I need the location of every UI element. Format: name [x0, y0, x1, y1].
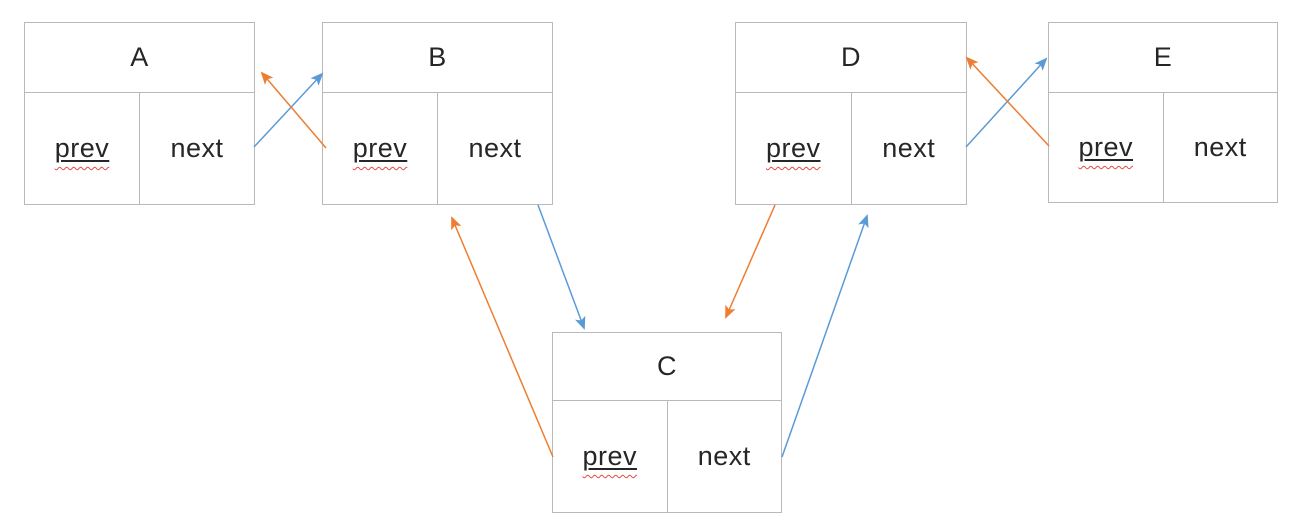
- arrow-b-next-to-c: [537, 204, 586, 330]
- arrow-e-prev-to-d: [965, 56, 1050, 147]
- node-b-next-cell: next: [437, 93, 552, 204]
- node-e-title: E: [1049, 23, 1277, 93]
- node-c-prev-label: prev: [582, 441, 638, 471]
- arrow-d-prev-to-c: [725, 204, 776, 319]
- node-b-title: B: [323, 23, 552, 93]
- node-b-prev-cell: prev: [323, 93, 437, 204]
- node-d-title: D: [736, 23, 966, 93]
- arrow-d-next-to-e: [965, 57, 1048, 148]
- node-e: E prev next: [1048, 22, 1278, 203]
- arrow-a-next-to-b: [253, 72, 324, 148]
- arrow-c-next-to-d: [781, 214, 869, 458]
- node-c-next-cell: next: [666, 401, 782, 512]
- node-a-next-cell: next: [139, 93, 254, 204]
- node-c-prev-cell: prev: [553, 401, 667, 512]
- arrow-b-prev-to-a: [260, 71, 327, 149]
- node-e-prev-cell: prev: [1049, 93, 1163, 202]
- node-d-next-cell: next: [850, 93, 967, 204]
- node-b-prev-label: prev: [352, 133, 408, 163]
- node-d-prev-cell: prev: [736, 93, 851, 204]
- node-d-next-label: next: [882, 133, 936, 163]
- node-a-title: A: [25, 23, 254, 93]
- node-c-title: C: [553, 333, 781, 401]
- node-a-prev-label: prev: [54, 133, 110, 163]
- node-e-next-label: next: [1193, 132, 1247, 162]
- node-e-next-cell: next: [1162, 93, 1278, 202]
- node-c-next-label: next: [697, 441, 751, 471]
- node-d-prev-label: prev: [765, 133, 821, 163]
- node-a: A prev next: [24, 22, 255, 205]
- node-e-prev-label: prev: [1078, 132, 1134, 162]
- node-b-next-label: next: [468, 133, 522, 163]
- node-c: C prev next: [552, 332, 782, 513]
- node-d: D prev next: [735, 22, 967, 205]
- node-a-next-label: next: [170, 133, 224, 163]
- node-a-prev-cell: prev: [25, 93, 139, 204]
- node-b: B prev next: [322, 22, 553, 205]
- arrow-c-prev-to-b: [451, 216, 554, 458]
